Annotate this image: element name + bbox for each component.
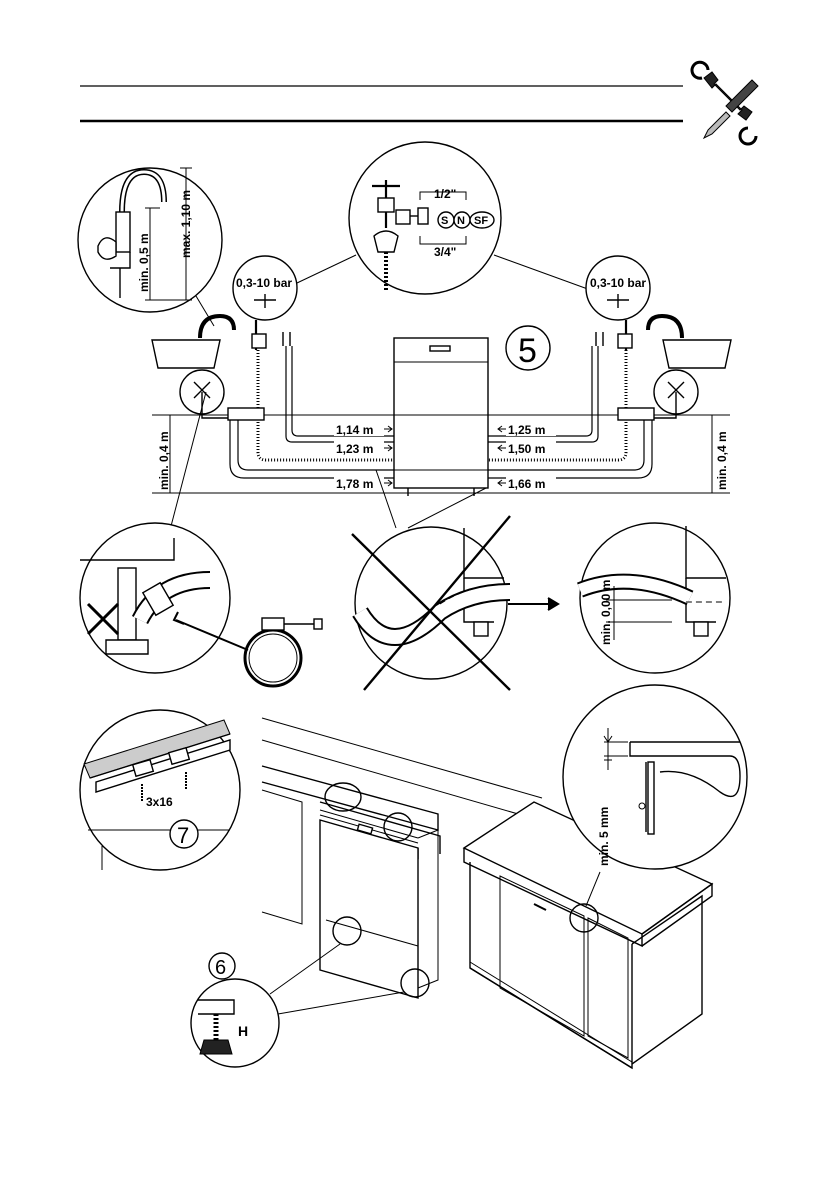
correct-arrow <box>508 597 560 611</box>
hose-length-right-3: 1,66 m <box>508 477 545 491</box>
right-sink <box>646 313 732 419</box>
step-five-badge <box>505 325 551 371</box>
clamp-arrow <box>172 611 249 651</box>
step-six-number: 6 <box>215 957 226 979</box>
thread-size-top: 1/2" <box>434 187 456 201</box>
min-clearance-label: min. 5 mm <box>597 807 611 866</box>
wrong-installation-circle <box>352 526 511 680</box>
foot-height-letter: H <box>238 1023 248 1039</box>
screw-size-label: 3x16 <box>146 795 173 809</box>
step-six-badge <box>208 952 236 980</box>
length-arrows <box>384 425 506 487</box>
hose-length-right-1: 1,25 m <box>508 423 545 437</box>
screw-mount-detail-circle <box>79 709 241 871</box>
right-hoses <box>488 346 655 479</box>
max-drain-height-label: max. 1,10 m <box>179 190 193 258</box>
hose-length-right-2: 1,50 m <box>508 442 545 456</box>
thread-s-badge: S <box>441 215 448 227</box>
left-pressure-circle <box>232 255 298 321</box>
step-seven-number: 7 <box>177 823 189 848</box>
drain-clamp-detail-circle <box>79 522 231 674</box>
thread-sf-badge: SF <box>474 215 488 227</box>
kitchen-cabinet <box>462 801 714 1070</box>
hose-length-left-3: 1,78 m <box>336 477 373 491</box>
min-gap-label: min. 0,00 m <box>599 580 613 645</box>
step-seven-badge <box>169 819 199 849</box>
hose-length-labels <box>334 422 556 490</box>
thread-n-badge: N <box>457 215 465 227</box>
left-pressure-label: 0,3-10 bar <box>236 276 292 290</box>
right-pressure-circle <box>585 255 651 321</box>
right-pressure-label: 0,3-10 bar <box>590 276 646 290</box>
dishwasher-front <box>393 337 489 496</box>
min-gap-detail-circle <box>577 522 731 674</box>
left-floor-height-label: min. 0,4 m <box>157 431 171 490</box>
adjustable-foot-detail-circle <box>190 978 280 1068</box>
step-five-number: 5 <box>518 332 537 370</box>
hose-length-left-1: 1,14 m <box>336 423 373 437</box>
left-sink <box>151 313 236 419</box>
min-drain-height-label: min. 0,5 m <box>137 233 151 292</box>
cross-out-icon <box>351 515 511 691</box>
drain-height-detail-circle <box>77 167 223 313</box>
left-tap <box>251 320 291 350</box>
thread-detail-circle <box>348 141 502 295</box>
page-header <box>80 85 683 123</box>
screwdriver-wrench-icon <box>690 60 759 146</box>
right-tap <box>595 320 633 350</box>
hose-clamp-part <box>243 617 323 688</box>
built-in-dishwasher <box>261 717 543 999</box>
left-hoses <box>227 346 394 479</box>
right-floor-height-label: min. 0,4 m <box>715 431 729 490</box>
hose-length-left-2: 1,23 m <box>336 442 373 456</box>
detail-markers <box>324 782 430 998</box>
clearance-detail-circle <box>562 684 748 870</box>
thread-size-bottom: 3/4" <box>434 245 456 259</box>
